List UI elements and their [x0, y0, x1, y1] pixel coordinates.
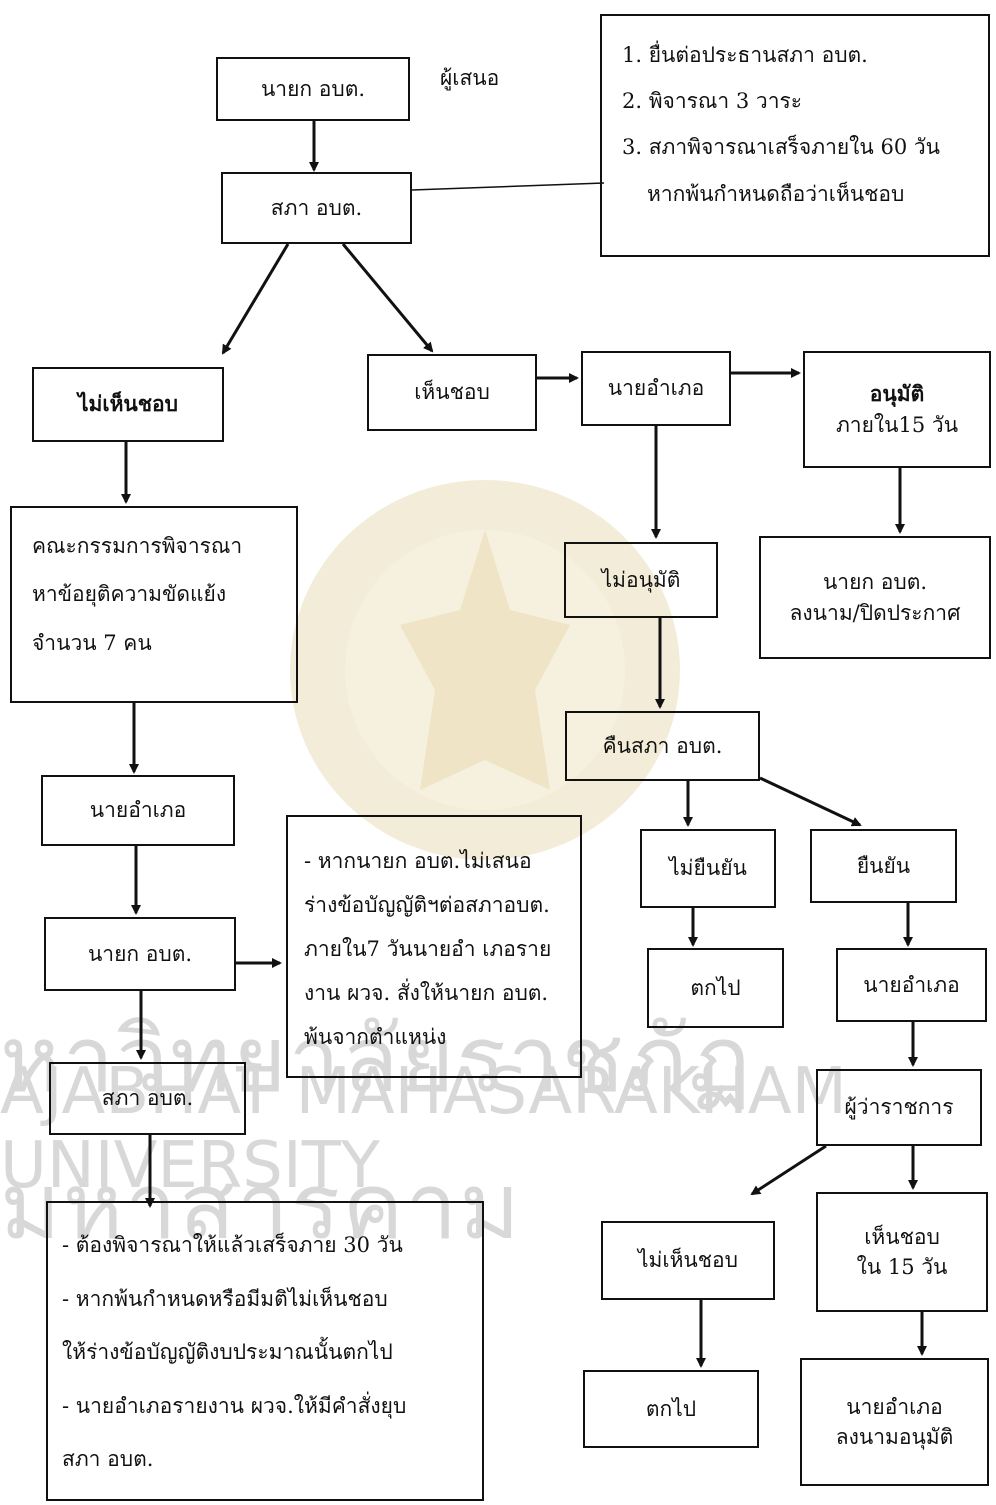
bottom-note-4: - นายอำเภอรายงาน ผวจ.ให้มีคำสั่งยุบ	[62, 1393, 407, 1418]
not-confirm-box: ไม่ยืนยัน	[640, 829, 776, 908]
gov-disapprove-box: ไม่เห็นชอบ	[601, 1221, 775, 1300]
arrow-return-confirm	[759, 776, 862, 827]
mayor-note-1: - หากนายก อบต.ไม่เสนอ	[304, 849, 532, 873]
committee-line-1: คณะกรรมการพิจารณา	[32, 534, 243, 558]
gov-approve-box: เห็นชอบ ใน 15 วัน	[816, 1192, 988, 1312]
council-note-3: 3. สภาพิจารณาเสร็จภายใน 60 วัน	[622, 135, 941, 160]
mayor-sign-label-2: ลงนาม/ปิดประกาศ	[789, 600, 961, 625]
council-left-label: สภา อบต.	[101, 1086, 194, 1111]
not-approved-box: ไม่อนุมัติ	[564, 542, 718, 618]
lapse-2-label: ตกไป	[645, 1396, 697, 1421]
mayor-left-label: นายก อบต.	[87, 941, 193, 966]
confirm-label: ยืนยัน	[856, 853, 911, 878]
mayor-sign-label-1: นายก อบต.	[822, 570, 928, 595]
mayor-note-4: งาน ผวจ. สั่งให้นายก อบต.	[304, 981, 549, 1006]
council-notes-bottom-box: - ต้องพิจารณาให้แล้วเสร็จภาย 30 วัน - หา…	[46, 1201, 484, 1501]
return-council-label: คืนสภา อบต.	[602, 733, 723, 758]
mayor-left-box: นายก อบต.	[44, 917, 236, 991]
gov-disapprove-label: ไม่เห็นชอบ	[638, 1248, 738, 1273]
council-note-4: หากพ้นกำหนดถือว่าเห็นชอบ	[647, 181, 905, 206]
governor-label: ผู้ว่าราชการ	[844, 1095, 954, 1120]
not-confirm-label: ไม่ยืนยัน	[669, 856, 747, 881]
mayor-sign-box: นายก อบต. ลงนาม/ปิดประกาศ	[759, 536, 991, 659]
arrow-governor-disapprove	[750, 1144, 827, 1196]
lapse-1-box: ตกไป	[647, 948, 784, 1028]
district-sign-box: นายอำเภอ ลงนามอนุมัติ	[800, 1358, 989, 1486]
approve-box: เห็นชอบ	[367, 354, 537, 431]
mayor-label: นายก อบต.	[260, 76, 366, 101]
line-council-notes	[411, 182, 605, 191]
bottom-note-3: ให้ร่างข้อบัญญัติงบประมาณนั้นตกไป	[62, 1340, 393, 1365]
gov-approve-label-1: เห็นชอบ	[864, 1224, 940, 1249]
district-sign-label-1: นายอำเภอ	[846, 1394, 943, 1419]
approved-days-label: ภายใน15 วัน	[835, 412, 959, 437]
district-officer-2-label: นายอำเภอ	[863, 972, 960, 997]
proposer-label: ผู้เสนอ	[440, 66, 500, 90]
district-officer-left-label: นายอำเภอ	[89, 798, 187, 823]
not-approved-label: ไม่อนุมัติ	[601, 567, 681, 592]
approve-label: เห็นชอบ	[414, 380, 490, 405]
bottom-note-1: - ต้องพิจารณาให้แล้วเสร็จภาย 30 วัน	[62, 1233, 403, 1257]
disapprove-box: ไม่เห็นชอบ	[32, 367, 224, 442]
arrow-council-disapprove	[221, 243, 290, 355]
approved-label: อนุมัติ	[869, 381, 925, 407]
mayor-note-5: พ้นจากตำแหน่ง	[304, 1025, 447, 1050]
mayor-box: นายก อบต.	[216, 57, 410, 121]
confirm-box: ยืนยัน	[810, 829, 957, 903]
committee-box: คณะกรรมการพิจารณา หาข้อยุติความขัดแย้ง จ…	[10, 506, 298, 703]
mayor-note-box: - หากนายก อบต.ไม่เสนอ ร่างข้อบัญญัติฯต่อ…	[286, 815, 582, 1078]
bottom-note-5: สภา อบต.	[62, 1447, 154, 1472]
district-officer-2-box: นายอำเภอ	[836, 948, 987, 1022]
lapse-1-label: ตกไป	[690, 975, 741, 1000]
approved-15-days-box: อนุมัติ ภายใน15 วัน	[803, 351, 991, 468]
gov-approve-label-2: ใน 15 วัน	[856, 1255, 948, 1279]
council-note-1: 1. ยื่นต่อประธานสภา อบต.	[622, 43, 868, 67]
district-officer-left-box: นายอำเภอ	[41, 775, 235, 846]
mayor-note-2: ร่างข้อบัญญัติฯต่อสภาอบต.	[304, 893, 550, 918]
district-sign-label-2: ลงนามอนุมัติ	[835, 1425, 954, 1449]
council-left-box: สภา อบต.	[49, 1062, 246, 1135]
bottom-note-2: - หากพ้นกำหนดหรือมีมติไม่เห็นชอบ	[62, 1286, 388, 1311]
district-officer-box: นายอำเภอ	[581, 351, 731, 426]
council-note-2: 2. พิจารณา 3 วาระ	[622, 89, 803, 114]
mayor-note-3: ภายใน7 วันนายอำ เภอราย	[304, 937, 552, 962]
committee-line-2: หาข้อยุติความขัดแย้ง	[32, 582, 227, 607]
council-label: สภา อบต.	[270, 195, 363, 220]
return-council-box: คืนสภา อบต.	[565, 711, 760, 781]
council-box: สภา อบต.	[221, 172, 412, 244]
council-notes-box: 1. ยื่นต่อประธานสภา อบต. 2. พิจารณา 3 วา…	[600, 14, 990, 257]
governor-box: ผู้ว่าราชการ	[816, 1069, 982, 1146]
disapprove-label: ไม่เห็นชอบ	[78, 391, 178, 417]
arrow-council-approve	[341, 243, 434, 353]
committee-line-3: จำนวน 7 คน	[32, 630, 152, 655]
district-officer-label: นายอำเภอ	[607, 376, 705, 401]
lapse-2-box: ตกไป	[583, 1370, 759, 1448]
